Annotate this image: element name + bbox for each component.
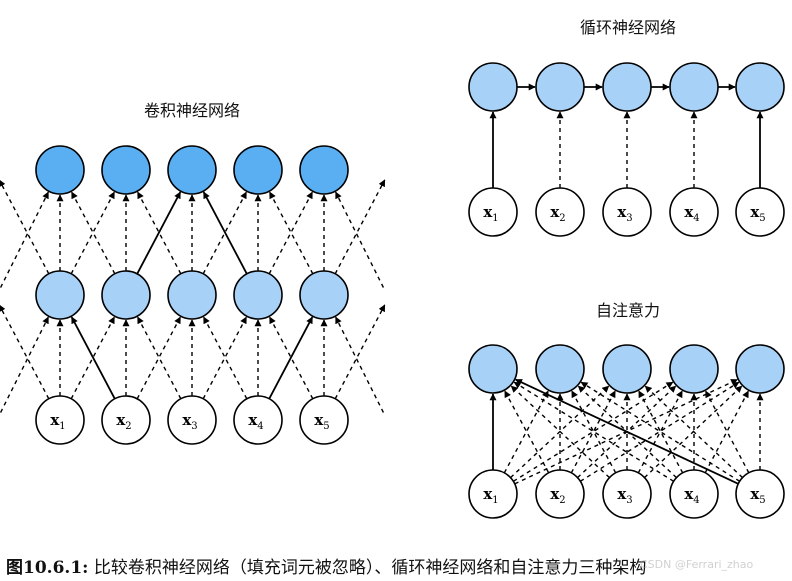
- attention-input-node-3: [602, 469, 652, 519]
- edges: [0, 83, 764, 485]
- cnn-top-node-3: [167, 145, 217, 195]
- attention-edge-in4-out5: [704, 390, 749, 474]
- rnn-input-node-4: [669, 187, 719, 237]
- cnn-edge-mid0-top1: [70, 191, 115, 275]
- attention-edge-in4-out3: [638, 390, 684, 474]
- attention-input-subscript-1: 1: [492, 495, 498, 506]
- attention-edge-in2-out1: [504, 390, 550, 474]
- caption-label: 图10.6.1:: [6, 558, 89, 578]
- cnn-top-node-1: [35, 145, 85, 195]
- rnn-hidden-node-5: [735, 62, 785, 112]
- attention-edge-in5-out4: [705, 390, 750, 474]
- cnn-edge-mid1-top2: [136, 191, 182, 275]
- cnn-input-subscript-1: 1: [59, 421, 65, 432]
- cnn-hidden-node-1: [35, 270, 85, 320]
- attention-input-subscript-4: 4: [693, 495, 699, 506]
- rnn-hidden-node-4: [669, 62, 719, 112]
- cnn-input-subscript-5: 5: [323, 421, 329, 432]
- rnn-hidden-node-1: [468, 62, 518, 112]
- cnn-top-node-2: [101, 145, 151, 195]
- cnn-edge-mid1-top0: [71, 191, 116, 275]
- cnn-input-node-2: [101, 395, 151, 445]
- caption-text: 比较卷积神经网络（填充词元被忽略）、循环神经网络和自注意力三种架构: [88, 558, 647, 578]
- cnn-top-node-5: [299, 145, 349, 195]
- attention-output-node-2: [535, 344, 585, 394]
- cnn-hidden-node-4: [233, 270, 283, 320]
- cnn-padding-in-right-mid: [335, 316, 385, 413]
- cnn-edge-in1-mid0: [70, 316, 116, 400]
- cnn-padding-edge-left-mid: [0, 179, 50, 275]
- attention-input-node-2: [535, 469, 585, 519]
- cnn-padding-in-left-top: [0, 191, 49, 288]
- cnn-hidden-node-3: [167, 270, 217, 320]
- attention-edge-in5-out1: [515, 378, 739, 485]
- attention-input-subscript-3: 3: [626, 495, 632, 506]
- rnn-input-node-3: [602, 187, 652, 237]
- cnn-hidden-node-2: [101, 270, 151, 320]
- attention-output-node-5: [735, 344, 785, 394]
- cnn-padding-in-left-mid: [0, 316, 49, 413]
- rnn-title: 循环神经网络: [580, 18, 676, 37]
- cnn-edge-in2-mid3: [202, 316, 247, 400]
- cnn-input-subscript-4: 4: [257, 421, 263, 432]
- cnn-input-node-4: [233, 395, 283, 445]
- rnn-input-subscript-2: 2: [559, 213, 565, 224]
- rnn-hidden-node-3: [602, 62, 652, 112]
- attention-output-node-3: [602, 344, 652, 394]
- cnn-padding-edge-left-in: [0, 304, 50, 400]
- cnn-input-subscript-3: 3: [191, 421, 197, 432]
- rnn-input-subscript-1: 1: [492, 213, 498, 224]
- cnn-input-node-5: [299, 395, 349, 445]
- attention-input-node-4: [669, 469, 719, 519]
- rnn-input-node-5: [735, 187, 785, 237]
- attention-input-node-5: [735, 469, 785, 519]
- attention-edge-in1-out2: [503, 390, 549, 474]
- attention-edge-in3-out4: [637, 390, 683, 474]
- attention-title: 自注意力: [596, 301, 660, 320]
- attention-output-node-4: [669, 344, 719, 394]
- attention-edge-in5-out2: [580, 381, 741, 482]
- attention-input-subscript-5: 5: [759, 495, 765, 506]
- cnn-input-subscript-2: 2: [125, 421, 131, 432]
- cnn-edge-in2-mid1: [137, 316, 182, 400]
- cnn-padding-edge-right-mid: [334, 179, 386, 275]
- cnn-input-node-1: [35, 395, 85, 445]
- rnn-input-node-1: [468, 187, 518, 237]
- figure-caption: 图10.6.1: 比较卷积神经网络（填充词元被忽略）、循环神经网络和自注意力三种…: [6, 553, 646, 578]
- attention-edge-in2-out5: [579, 381, 740, 482]
- rnn-input-node-2: [535, 187, 585, 237]
- cnn-edge-in1-mid2: [136, 316, 181, 400]
- attention-input-subscript-2: 2: [559, 495, 565, 506]
- cnn-edge-mid4-top3: [269, 191, 314, 275]
- cnn-title: 卷积神经网络: [144, 101, 240, 120]
- attention-edge-in5-out3: [644, 385, 743, 479]
- cnn-edge-in3-mid2: [203, 316, 248, 400]
- attention-output-node-1: [468, 344, 518, 394]
- cnn-padding-edge-right-in: [334, 304, 386, 400]
- rnn-hidden-node-2: [535, 62, 585, 112]
- cnn-hidden-node-5: [299, 270, 349, 320]
- cnn-edge-mid3-top2: [202, 191, 248, 275]
- cnn-input-node-3: [167, 395, 217, 445]
- cnn-top-node-4: [233, 145, 283, 195]
- attention-edge-in3-out1: [510, 385, 610, 479]
- attention-edge-in3-out2: [571, 390, 617, 474]
- attention-input-node-1: [468, 469, 518, 519]
- rnn-input-subscript-3: 3: [626, 213, 632, 224]
- cnn-edge-mid3-top4: [268, 191, 313, 275]
- cnn-padding-in-right-top: [335, 191, 385, 288]
- attention-edge-in2-out3: [570, 390, 616, 474]
- watermark: CSDN @Ferrari_zhao: [640, 558, 754, 571]
- cnn-edge-in3-mid4: [268, 316, 314, 400]
- rnn-input-subscript-5: 5: [759, 213, 765, 224]
- rnn-input-subscript-4: 4: [693, 213, 699, 224]
